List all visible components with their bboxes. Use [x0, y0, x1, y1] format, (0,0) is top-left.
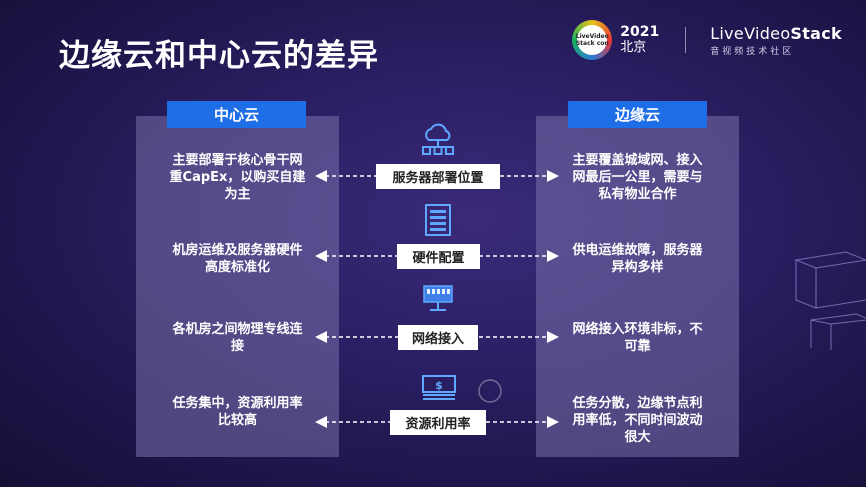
cloud-network-icon: [422, 123, 454, 155]
brand-prefix: LiveVideo: [710, 23, 791, 43]
event-info: 2021 北京: [620, 24, 659, 56]
aspect-label-hardware: 硬件配置: [397, 244, 480, 269]
edge-row-hardware: 供电运维故障，服务器 异构多样: [572, 243, 703, 275]
edge-cloud-heading: 边缘云: [568, 101, 707, 128]
money-stack-icon: $: [422, 375, 456, 400]
brand-suffix: Stack: [790, 23, 842, 43]
center-row-utilization: 任务集中，资源利用率 比较高: [172, 396, 303, 428]
event-city: 北京: [620, 40, 647, 55]
event-year: 2021: [620, 24, 660, 40]
svg-text:$: $: [435, 379, 443, 392]
edge-row-deployment: 主要覆盖城域网、接入 网最后一公里，需要与 私有物业合作: [572, 153, 703, 202]
center-row-deployment: 主要部署于核心骨干网 重CapEx，以购买自建 为主: [169, 153, 306, 202]
lvs-badge-icon: LiveVideo Stack con: [572, 20, 613, 60]
lvs-badge-text: LiveVideo Stack con: [576, 25, 609, 55]
brand-name: LiveVideoStack: [710, 24, 842, 43]
server-rack-icon: [425, 204, 451, 236]
decor-ring: [478, 379, 502, 403]
brand-logo: LiveVideoStack 音视频技术社区: [710, 24, 842, 57]
slide-title: 边缘云和中心云的差异: [59, 38, 379, 74]
center-row-hardware: 机房运维及服务器硬件 高度标准化: [172, 243, 303, 275]
header-logo: LiveVideo Stack con 2021 北京 LiveVideoSta…: [572, 20, 842, 60]
center-cloud-panel: [136, 116, 339, 457]
network-switch-icon: [423, 285, 453, 311]
edge-row-utilization: 任务分散，边缘节点利 用率低，不同时间波动 很大: [572, 396, 703, 445]
logo-divider: [685, 27, 687, 53]
center-row-network: 各机房之间物理专线连 接: [172, 322, 303, 354]
aspect-label-network: 网络接入: [398, 325, 478, 350]
aspect-label-deployment: 服务器部署位置: [376, 164, 500, 189]
center-cloud-heading: 中心云: [167, 101, 306, 128]
brand-subtitle: 音视频技术社区: [710, 46, 795, 57]
decor-cubes: [794, 251, 866, 350]
edge-row-network: 网络接入环境非标，不 可靠: [572, 322, 703, 354]
edge-cloud-panel: [536, 116, 739, 457]
aspect-label-utilization: 资源利用率: [390, 410, 486, 435]
